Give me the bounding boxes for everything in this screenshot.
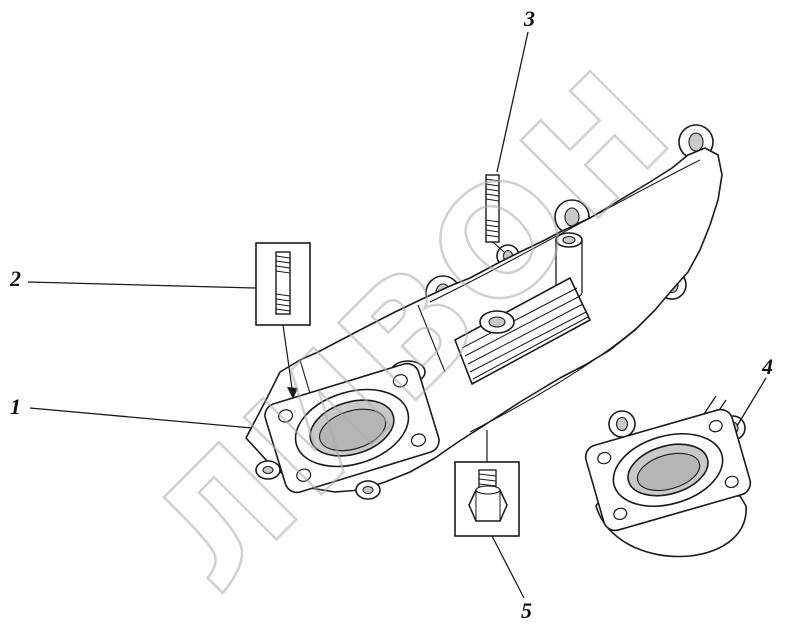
pointer-arrow-icon [287,387,298,399]
callout-label-2: 2 [10,266,21,291]
end-flange-piece [584,395,752,558]
leader-line-5 [491,535,525,599]
boss-cylinder-icon [555,232,583,300]
callout-label-5: 5 [521,598,532,623]
callout-label-4: 4 [762,354,773,379]
leader-line-2 [27,281,257,289]
manifold-body [245,124,723,500]
ribbed-block-icon [454,277,591,385]
callout-label-1: 1 [10,394,21,419]
flange-foot-icon [255,460,381,500]
stud-detail-box-2 [255,242,311,399]
leader-lines [27,31,767,599]
nut-detail-box-5 [454,430,520,537]
casting-detail-lines [299,159,701,433]
left-flange [264,362,440,494]
leader-line-4 [736,377,767,427]
callout-label-3: 3 [524,6,535,31]
leader-line-3 [496,31,529,173]
stud-part-3 [485,174,505,253]
leader-line-1 [29,407,253,429]
